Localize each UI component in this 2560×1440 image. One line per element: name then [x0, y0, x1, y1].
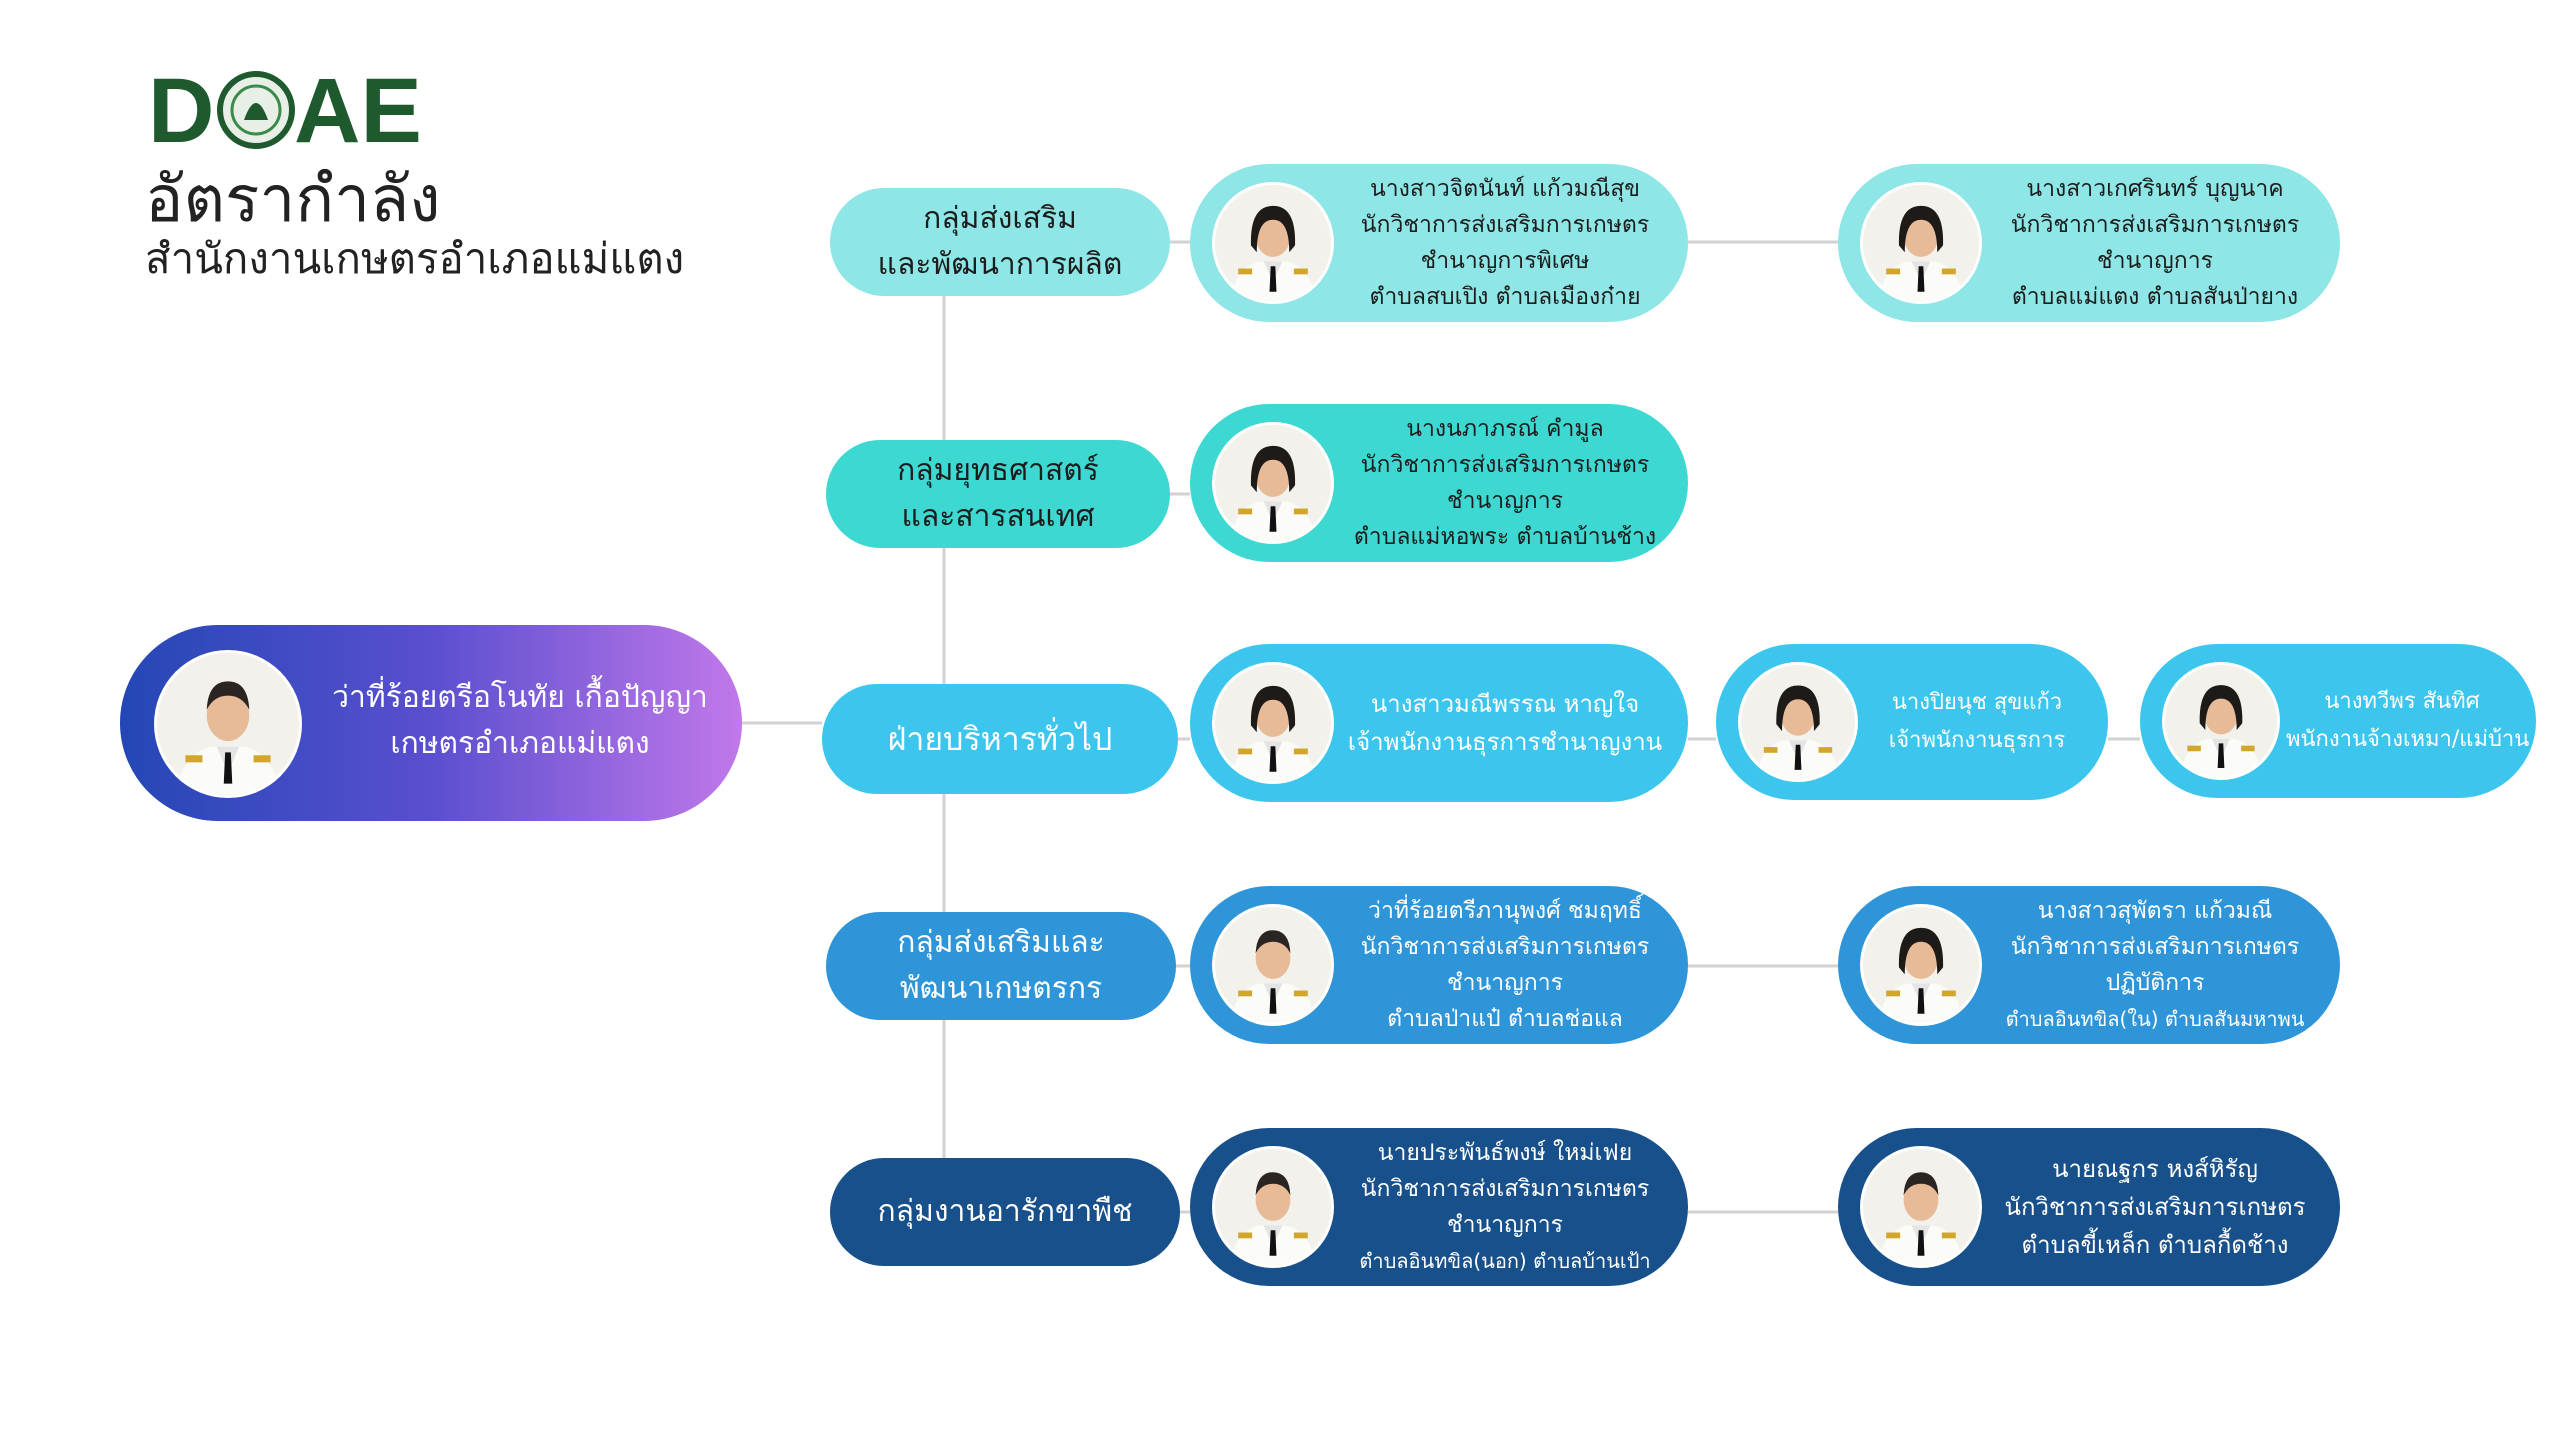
person-avatar-icon [1215, 425, 1331, 541]
group-box: กลุ่มยุทธศาสตร์และสารสนเทศ [826, 440, 1170, 548]
staff-photo [1212, 1146, 1334, 1268]
person-avatar-icon [1863, 907, 1979, 1023]
staff-detail: ตำบลสบเปิง ตำบลเมืองก๋าย [1369, 284, 1641, 310]
staff-card: นางปิยนุช สุขแก้วเจ้าพนักงานธุรการ [1716, 644, 2108, 800]
group-box: กลุ่มงานอารักขาพืช [830, 1158, 1180, 1266]
staff-detail: ตำบลแม่หอพระ ตำบลบ้านช้าง [1353, 524, 1657, 550]
staff-card: นางสาวสุพัตรา แก้วมณีนักวิชาการส่งเสริมก… [1838, 886, 2340, 1044]
staff-name: นายประพันธ์พงษ์ ใหม่เฟย [1377, 1140, 1633, 1166]
staff-photo [1860, 182, 1982, 304]
staff-name: นางนภาภรณ์ คำมูล [1406, 416, 1604, 442]
staff-name: นางปิยนุช สุขแก้ว [1891, 690, 2063, 715]
group-label-line: พัฒนาเกษตรกร [899, 971, 1103, 1006]
staff-detail: ชำนาญการ [1447, 1212, 1563, 1238]
staff-card: นางสาวจิตนันท์ แก้วมณีสุขนักวิชาการส่งเส… [1190, 164, 1688, 322]
logo-letter-d: D [148, 64, 214, 154]
staff-detail: เจ้าพนักงานธุรการ [1888, 728, 2066, 753]
person-avatar-icon [1863, 1149, 1979, 1265]
staff-name: นางสาวเกศรินทร์ บุญนาค [2026, 176, 2284, 202]
staff-detail: นักวิชาการส่งเสริมการเกษตร [1360, 1176, 1650, 1202]
staff-detail: ชำนาญการ [2097, 248, 2213, 274]
staff-detail: นักวิชาการส่งเสริมการเกษตร [2004, 1193, 2306, 1221]
doae-logo: D AE [148, 60, 448, 162]
staff-card: นางนภาภรณ์ คำมูลนักวิชาการส่งเสริมการเกษ… [1190, 404, 1688, 562]
staff-photo [2162, 662, 2280, 780]
staff-text: นางนภาภรณ์ คำมูลนักวิชาการส่งเสริมการเกษ… [1340, 411, 1670, 555]
staff-text: ว่าที่ร้อยตรีภานุพงศ์ ชมฤทธิ์นักวิชาการส… [1340, 893, 1670, 1037]
group-box: กลุ่มส่งเสริมและพัฒนาการผลิต [830, 188, 1170, 296]
group-box: ฝ่ายบริหารทั่วไป [822, 684, 1178, 794]
staff-card: นางสาวมณีพรรณ หาญใจเจ้าพนักงานธุรการชำนา… [1190, 644, 1688, 802]
staff-name: นางสาวจิตนันท์ แก้วมณีสุข [1370, 176, 1640, 202]
staff-card: ว่าที่ร้อยตรีภานุพงศ์ ชมฤทธิ์นักวิชาการส… [1190, 886, 1688, 1044]
staff-detail: นักวิชาการส่งเสริมการเกษตร [2010, 212, 2300, 238]
staff-detail: ตำบลอินทขิล(ใน) ตำบลสันมหาพน [2005, 1007, 2305, 1031]
person-avatar-icon [1215, 1149, 1331, 1265]
staff-name: นางสาวสุพัตรา แก้วมณี [2037, 898, 2273, 924]
staff-detail: ชำนาญการ [1447, 488, 1563, 514]
staff-name: นายณฐกร หงส์หิรัญ [2052, 1155, 2258, 1183]
staff-text: นายณฐกร หงส์หิรัญนักวิชาการส่งเสริมการเก… [1988, 1150, 2322, 1264]
staff-detail: นักวิชาการส่งเสริมการเกษตร [1360, 452, 1650, 478]
staff-text: นางสาวจิตนันท์ แก้วมณีสุขนักวิชาการส่งเส… [1340, 171, 1670, 315]
seal-emblem-icon [217, 71, 295, 149]
group-label-line: กลุ่มงานอารักขาพืช [877, 1194, 1133, 1229]
logo-letters-ae: AE [294, 64, 422, 154]
staff-detail: นักวิชาการส่งเสริมการเกษตร [1360, 212, 1650, 238]
staff-card: นางทวีพร สันทิศพนักงานจ้างเหมา/แม่บ้าน [2140, 644, 2536, 798]
person-avatar-icon [1863, 185, 1979, 301]
staff-text: นางสาวสุพัตรา แก้วมณีนักวิชาการส่งเสริมก… [1988, 893, 2322, 1037]
staff-detail: ชำนาญการพิเศษ [1420, 248, 1590, 274]
head-officer-photo [154, 650, 302, 798]
staff-text: นางสาวเกศรินทร์ บุญนาคนักวิชาการส่งเสริม… [1988, 171, 2322, 315]
staff-detail: พนักงานจ้างเหมา/แม่บ้าน [2286, 727, 2530, 752]
staff-name: นางทวีพร สันทิศ [2324, 689, 2480, 714]
staff-card: นายณฐกร หงส์หิรัญนักวิชาการส่งเสริมการเก… [1838, 1128, 2340, 1286]
staff-card: นางสาวเกศรินทร์ บุญนาคนักวิชาการส่งเสริม… [1838, 164, 2340, 322]
page-title: อัตรากำลัง [145, 163, 441, 237]
staff-photo [1212, 662, 1334, 784]
person-avatar-icon [157, 653, 299, 795]
head-officer-card: ว่าที่ร้อยตรีอโนทัย เกื้อปัญญา เกษตรอำเภ… [120, 625, 742, 821]
staff-detail: ชำนาญการ [1447, 970, 1563, 996]
person-avatar-icon [1215, 907, 1331, 1023]
staff-name: ว่าที่ร้อยตรีภานุพงศ์ ชมฤทธิ์ [1368, 898, 1642, 924]
staff-photo [1212, 182, 1334, 304]
group-label-line: และพัฒนาการผลิต [877, 247, 1123, 282]
group-label-line: กลุ่มยุทธศาสตร์ [897, 453, 1099, 488]
staff-detail: ตำบลแม่แตง ตำบลสันป่ายาง [2011, 284, 2299, 310]
staff-detail: ปฏิบัติการ [2105, 970, 2205, 996]
person-avatar-icon [1215, 185, 1331, 301]
group-label-line: ฝ่ายบริหารทั่วไป [887, 720, 1113, 758]
staff-text: นางทวีพร สันทิศพนักงานจ้างเหมา/แม่บ้าน [2286, 683, 2530, 759]
head-officer-position: เกษตรอำเภอแม่แตง [390, 726, 650, 761]
staff-photo [1738, 662, 1858, 782]
page-subtitle: สำนักงานเกษตรอำเภอแม่แตง [145, 234, 685, 283]
head-officer-name: ว่าที่ร้อยตรีอโนทัย เกื้อปัญญา [332, 680, 708, 715]
staff-name: นางสาวมณีพรรณ หาญใจ [1370, 690, 1640, 718]
group-label-line: และสารสนเทศ [901, 499, 1095, 534]
staff-card: นายประพันธ์พงษ์ ใหม่เฟยนักวิชาการส่งเสริ… [1190, 1128, 1688, 1286]
staff-photo [1212, 904, 1334, 1026]
staff-detail: ตำบลขี้เหล็ก ตำบลกื้ดช้าง [2021, 1231, 2289, 1259]
group-label-line: กลุ่มส่งเสริม [923, 201, 1077, 236]
staff-detail: นักวิชาการส่งเสริมการเกษตร [2010, 934, 2300, 960]
group-box: กลุ่มส่งเสริมและพัฒนาเกษตรกร [826, 912, 1176, 1020]
staff-detail: นักวิชาการส่งเสริมการเกษตร [1360, 934, 1650, 960]
staff-text: นางปิยนุช สุขแก้วเจ้าพนักงานธุรการ [1864, 684, 2090, 760]
person-avatar-icon [2165, 665, 2277, 777]
staff-detail: ตำบลป่าแป๋ ตำบลช่อแล [1387, 1006, 1623, 1032]
staff-photo [1860, 904, 1982, 1026]
staff-detail: เจ้าพนักงานธุรการชำนาญงาน [1347, 728, 1663, 756]
staff-photo [1212, 422, 1334, 544]
group-label-line: กลุ่มส่งเสริมและ [897, 925, 1105, 960]
person-avatar-icon [1741, 665, 1855, 779]
staff-photo [1860, 1146, 1982, 1268]
staff-text: นางสาวมณีพรรณ หาญใจเจ้าพนักงานธุรการชำนา… [1340, 685, 1670, 761]
staff-detail: ตำบลอินทขิล(นอก) ตำบลบ้านเป้า [1359, 1249, 1651, 1273]
staff-text: นายประพันธ์พงษ์ ใหม่เฟยนักวิชาการส่งเสริ… [1340, 1135, 1670, 1279]
person-avatar-icon [1215, 665, 1331, 781]
